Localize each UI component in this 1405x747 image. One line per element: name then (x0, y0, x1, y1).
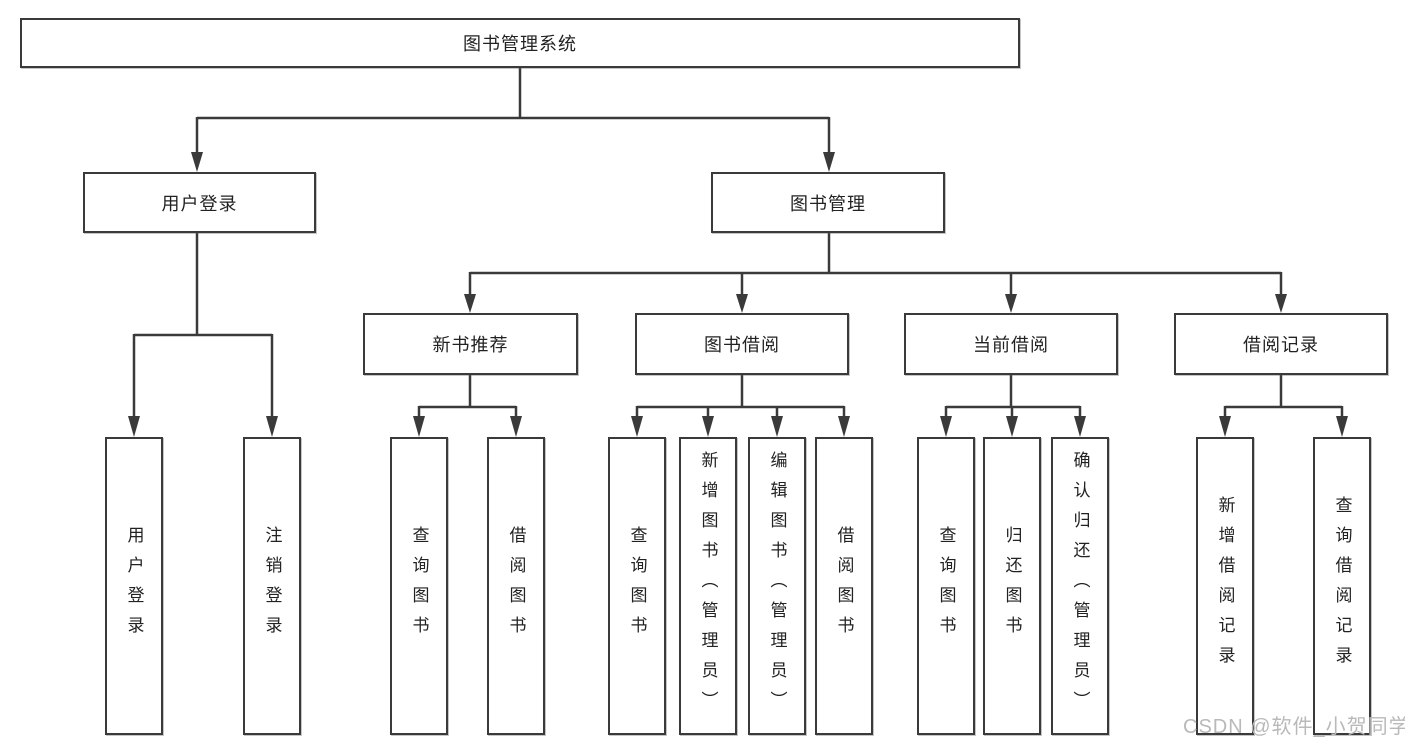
node-label: 借阅记录 (1243, 335, 1319, 355)
node-label: 新书推荐 (432, 335, 509, 355)
node-label: 用户登录 (161, 193, 238, 214)
leaf-label: 借阅图书 (506, 526, 526, 646)
leaf-logout: 注销登录 (243, 437, 301, 735)
leaf-edit-books-admin: 编辑图书（管理员） (748, 437, 806, 735)
node-label: 图书管理 (790, 193, 866, 214)
leaf-query-borrow-record: 查询借阅记录 (1313, 437, 1371, 735)
node-user-login-branch: 用户登录 (83, 172, 316, 233)
node-root-label: 图书管理系统 (463, 34, 577, 54)
node-label: 图书借阅 (704, 335, 780, 355)
leaf-add-borrow-record: 新增借阅记录 (1196, 437, 1254, 735)
leaf-label: 查询图书 (627, 526, 647, 646)
leaf-query-books-current: 查询图书 (917, 437, 975, 735)
leaf-user-login: 用户登录 (105, 437, 163, 735)
node-book-management-branch: 图书管理 (711, 172, 945, 233)
leaf-label: 查询图书 (409, 526, 429, 646)
leaf-return-books: 归还图书 (983, 437, 1041, 735)
leaf-label: 新增借阅记录 (1215, 496, 1235, 676)
node-borrow-records: 借阅记录 (1174, 313, 1388, 375)
leaf-label: 注销登录 (262, 526, 282, 646)
leaf-label: 确认归还（管理员） (1070, 451, 1090, 721)
leaf-query-books-borrow: 查询图书 (608, 437, 666, 735)
leaf-label: 编辑图书（管理员） (767, 451, 787, 721)
leaf-add-books-admin: 新增图书（管理员） (679, 437, 737, 735)
leaf-label: 查询图书 (936, 526, 956, 646)
node-label: 当前借阅 (973, 335, 1049, 355)
leaf-label: 查询借阅记录 (1332, 496, 1352, 676)
leaf-label: 新增图书（管理员） (698, 451, 718, 721)
node-current-borrow: 当前借阅 (904, 313, 1118, 375)
leaf-query-books-recommend: 查询图书 (390, 437, 448, 735)
leaf-label: 用户登录 (124, 526, 144, 646)
node-root-system: 图书管理系统 (20, 18, 1020, 68)
leaf-label: 借阅图书 (834, 526, 854, 646)
node-book-borrow: 图书借阅 (635, 313, 849, 375)
leaf-confirm-return-admin: 确认归还（管理员） (1051, 437, 1109, 735)
leaf-borrow-books: 借阅图书 (815, 437, 873, 735)
leaf-label: 归还图书 (1002, 526, 1022, 646)
node-new-book-recommend: 新书推荐 (363, 313, 578, 375)
csdn-watermark: CSDN @软件_小贺同学 (1183, 716, 1405, 738)
leaf-borrow-books-recommend: 借阅图书 (487, 437, 545, 735)
